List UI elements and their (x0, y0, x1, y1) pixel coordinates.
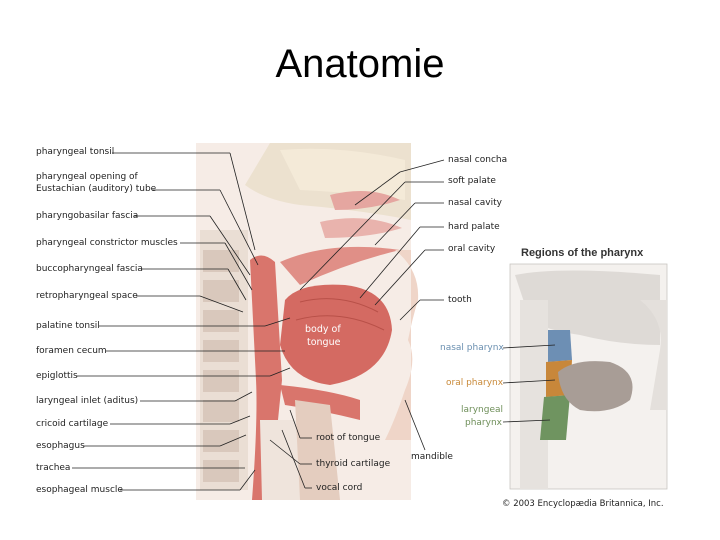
copyright-notice: © 2003 Encyclopædia Britannica, Inc. (502, 499, 664, 509)
label-soft-palate: soft palate (448, 176, 496, 186)
label-eustachian-tube: Eustachian (auditory) tube (36, 184, 157, 194)
label-root-of-tongue: root of tongue (316, 433, 381, 443)
label-esophageal-muscle: esophageal muscle (36, 485, 123, 495)
label-laryngeal-pharynx-line2: pharynx (465, 418, 502, 428)
label-pharyngeal-opening: pharyngeal opening of (36, 172, 138, 182)
label-hard-palate: hard palate (448, 222, 500, 232)
nasal-concha-shape-2 (320, 218, 402, 238)
left-leader-lines (72, 152, 291, 491)
label-nasal-concha: nasal concha (448, 155, 508, 165)
inset-tongue (558, 361, 633, 412)
label-pharyngeal-constrictor-muscles: pharyngeal constrictor muscles (36, 238, 178, 248)
label-trachea: trachea (36, 463, 71, 473)
label-esophagus: esophagus (36, 441, 85, 451)
label-cricoid-cartilage: cricoid cartilage (36, 419, 109, 429)
label-tooth: tooth (448, 295, 472, 305)
label-pharyngobasilar-fascia: pharyngobasilar fascia (36, 211, 139, 221)
label-buccopharyngeal-fascia: buccopharyngeal fascia (36, 264, 143, 274)
inset-skull (515, 270, 660, 345)
inset-face (640, 300, 667, 410)
label-pharyngeal-tonsil: pharyngeal tonsil (36, 147, 115, 157)
label-body-of-tongue-line1: body of (305, 324, 341, 335)
inset-spine (520, 300, 548, 489)
vertebrae (203, 250, 239, 482)
inset-laryngeal-pharynx (540, 395, 570, 440)
neck-tissue (295, 400, 340, 500)
inset-leader-lines (502, 344, 556, 423)
label-laryngeal-pharynx-line1: laryngeal (461, 405, 504, 415)
right-leader-lines (269, 159, 445, 489)
label-mandible: mandible (411, 452, 453, 462)
label-laryngeal-inlet: laryngeal inlet (aditus) (36, 396, 139, 406)
label-palatine-tonsil: palatine tonsil (36, 321, 100, 331)
brain-region (280, 148, 405, 200)
label-epiglottis: epiglottis (36, 371, 78, 381)
larynx-shape (280, 385, 360, 420)
label-retropharyngeal-space: retropharyngeal space (36, 291, 138, 301)
label-oral-pharynx: oral pharynx (446, 378, 504, 388)
label-nasal-cavity: nasal cavity (448, 198, 502, 208)
label-oral-cavity: oral cavity (448, 244, 496, 254)
slide-title: Anatomie (275, 42, 445, 86)
label-body-of-tongue-line2: tongue (307, 337, 341, 348)
label-thyroid-cartilage: thyroid cartilage (316, 459, 391, 469)
trachea-shape (260, 420, 302, 500)
face-profile (385, 250, 419, 440)
soft-palate-shape (280, 246, 400, 285)
inset-nasal-pharynx (548, 330, 572, 362)
tongue-shape (280, 284, 392, 385)
inset-title: Regions of the pharynx (521, 247, 644, 259)
label-foramen-cecum: foramen cecum (36, 346, 107, 356)
label-vocal-cord: vocal cord (316, 483, 363, 493)
nasal-concha-shape (330, 191, 400, 210)
label-nasal-pharynx: nasal pharynx (440, 343, 504, 353)
